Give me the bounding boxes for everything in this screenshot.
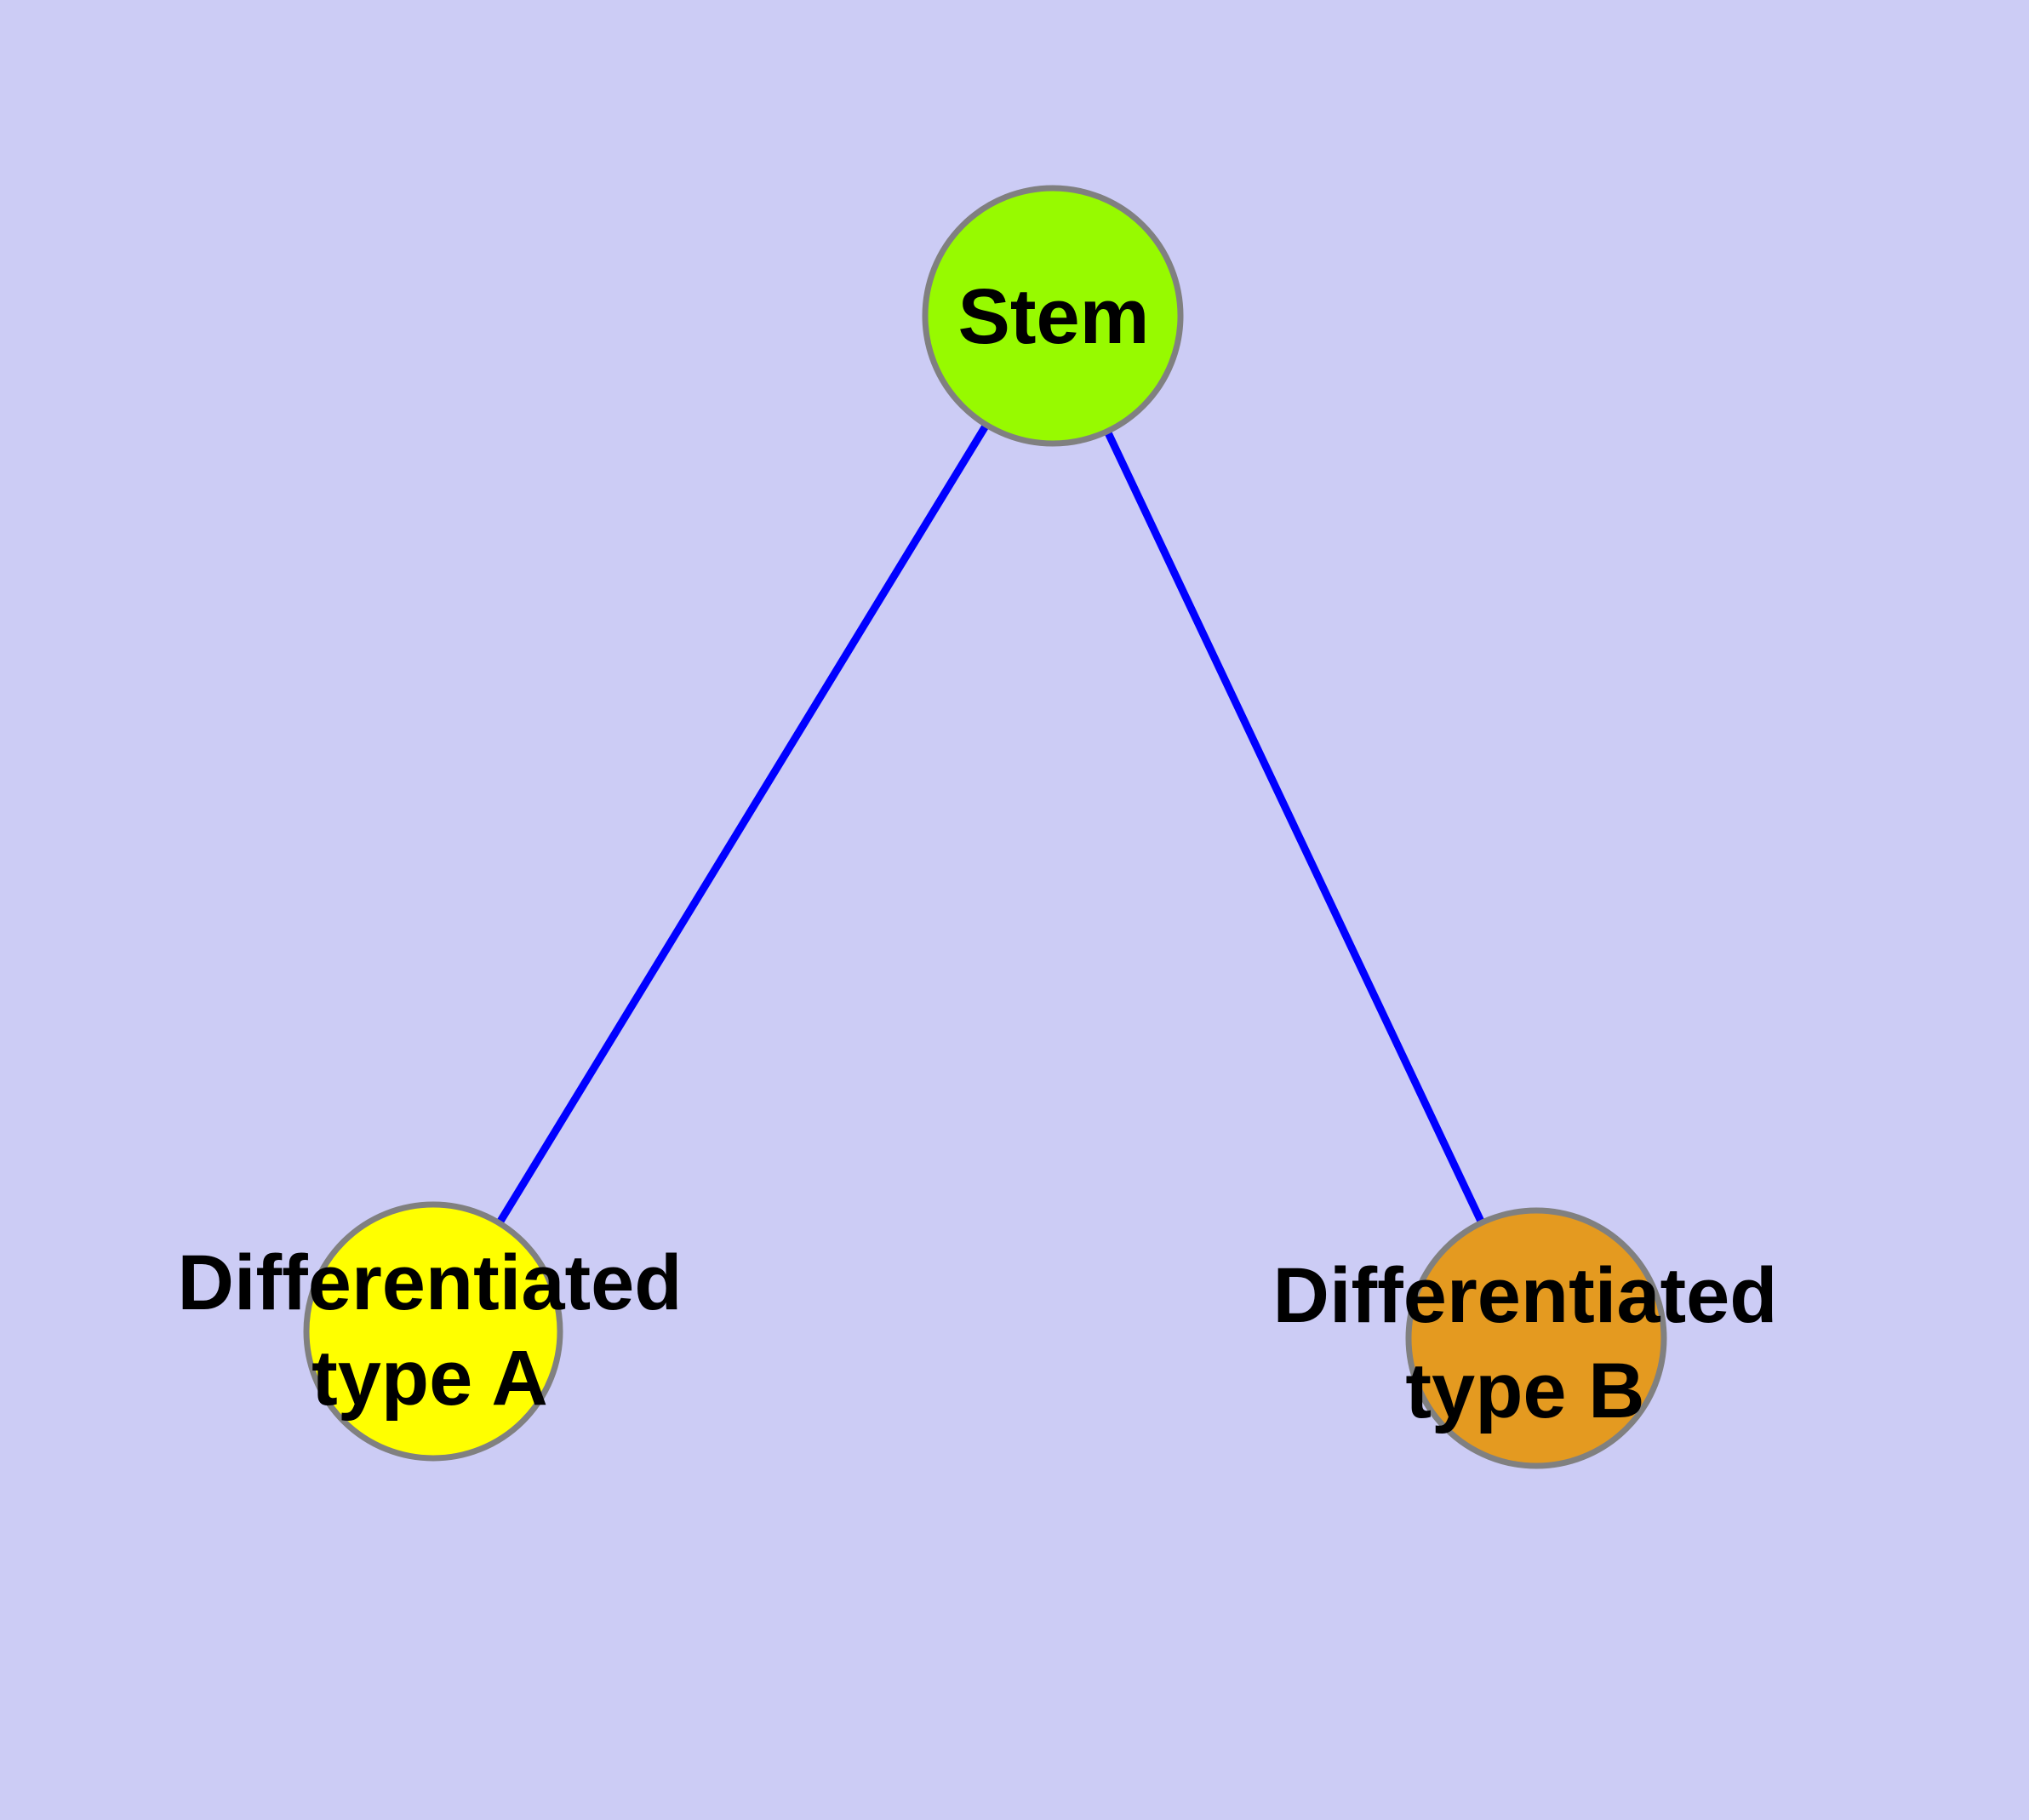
- edge-stem-to-type-b: [1049, 314, 1540, 1340]
- edge-stem-to-type-a: [430, 313, 1056, 1334]
- differentiated-type-a-node-circle: [303, 1201, 563, 1462]
- differentiated-type-b-node-circle: [1405, 1207, 1667, 1469]
- stem-node-circle: [922, 185, 1184, 447]
